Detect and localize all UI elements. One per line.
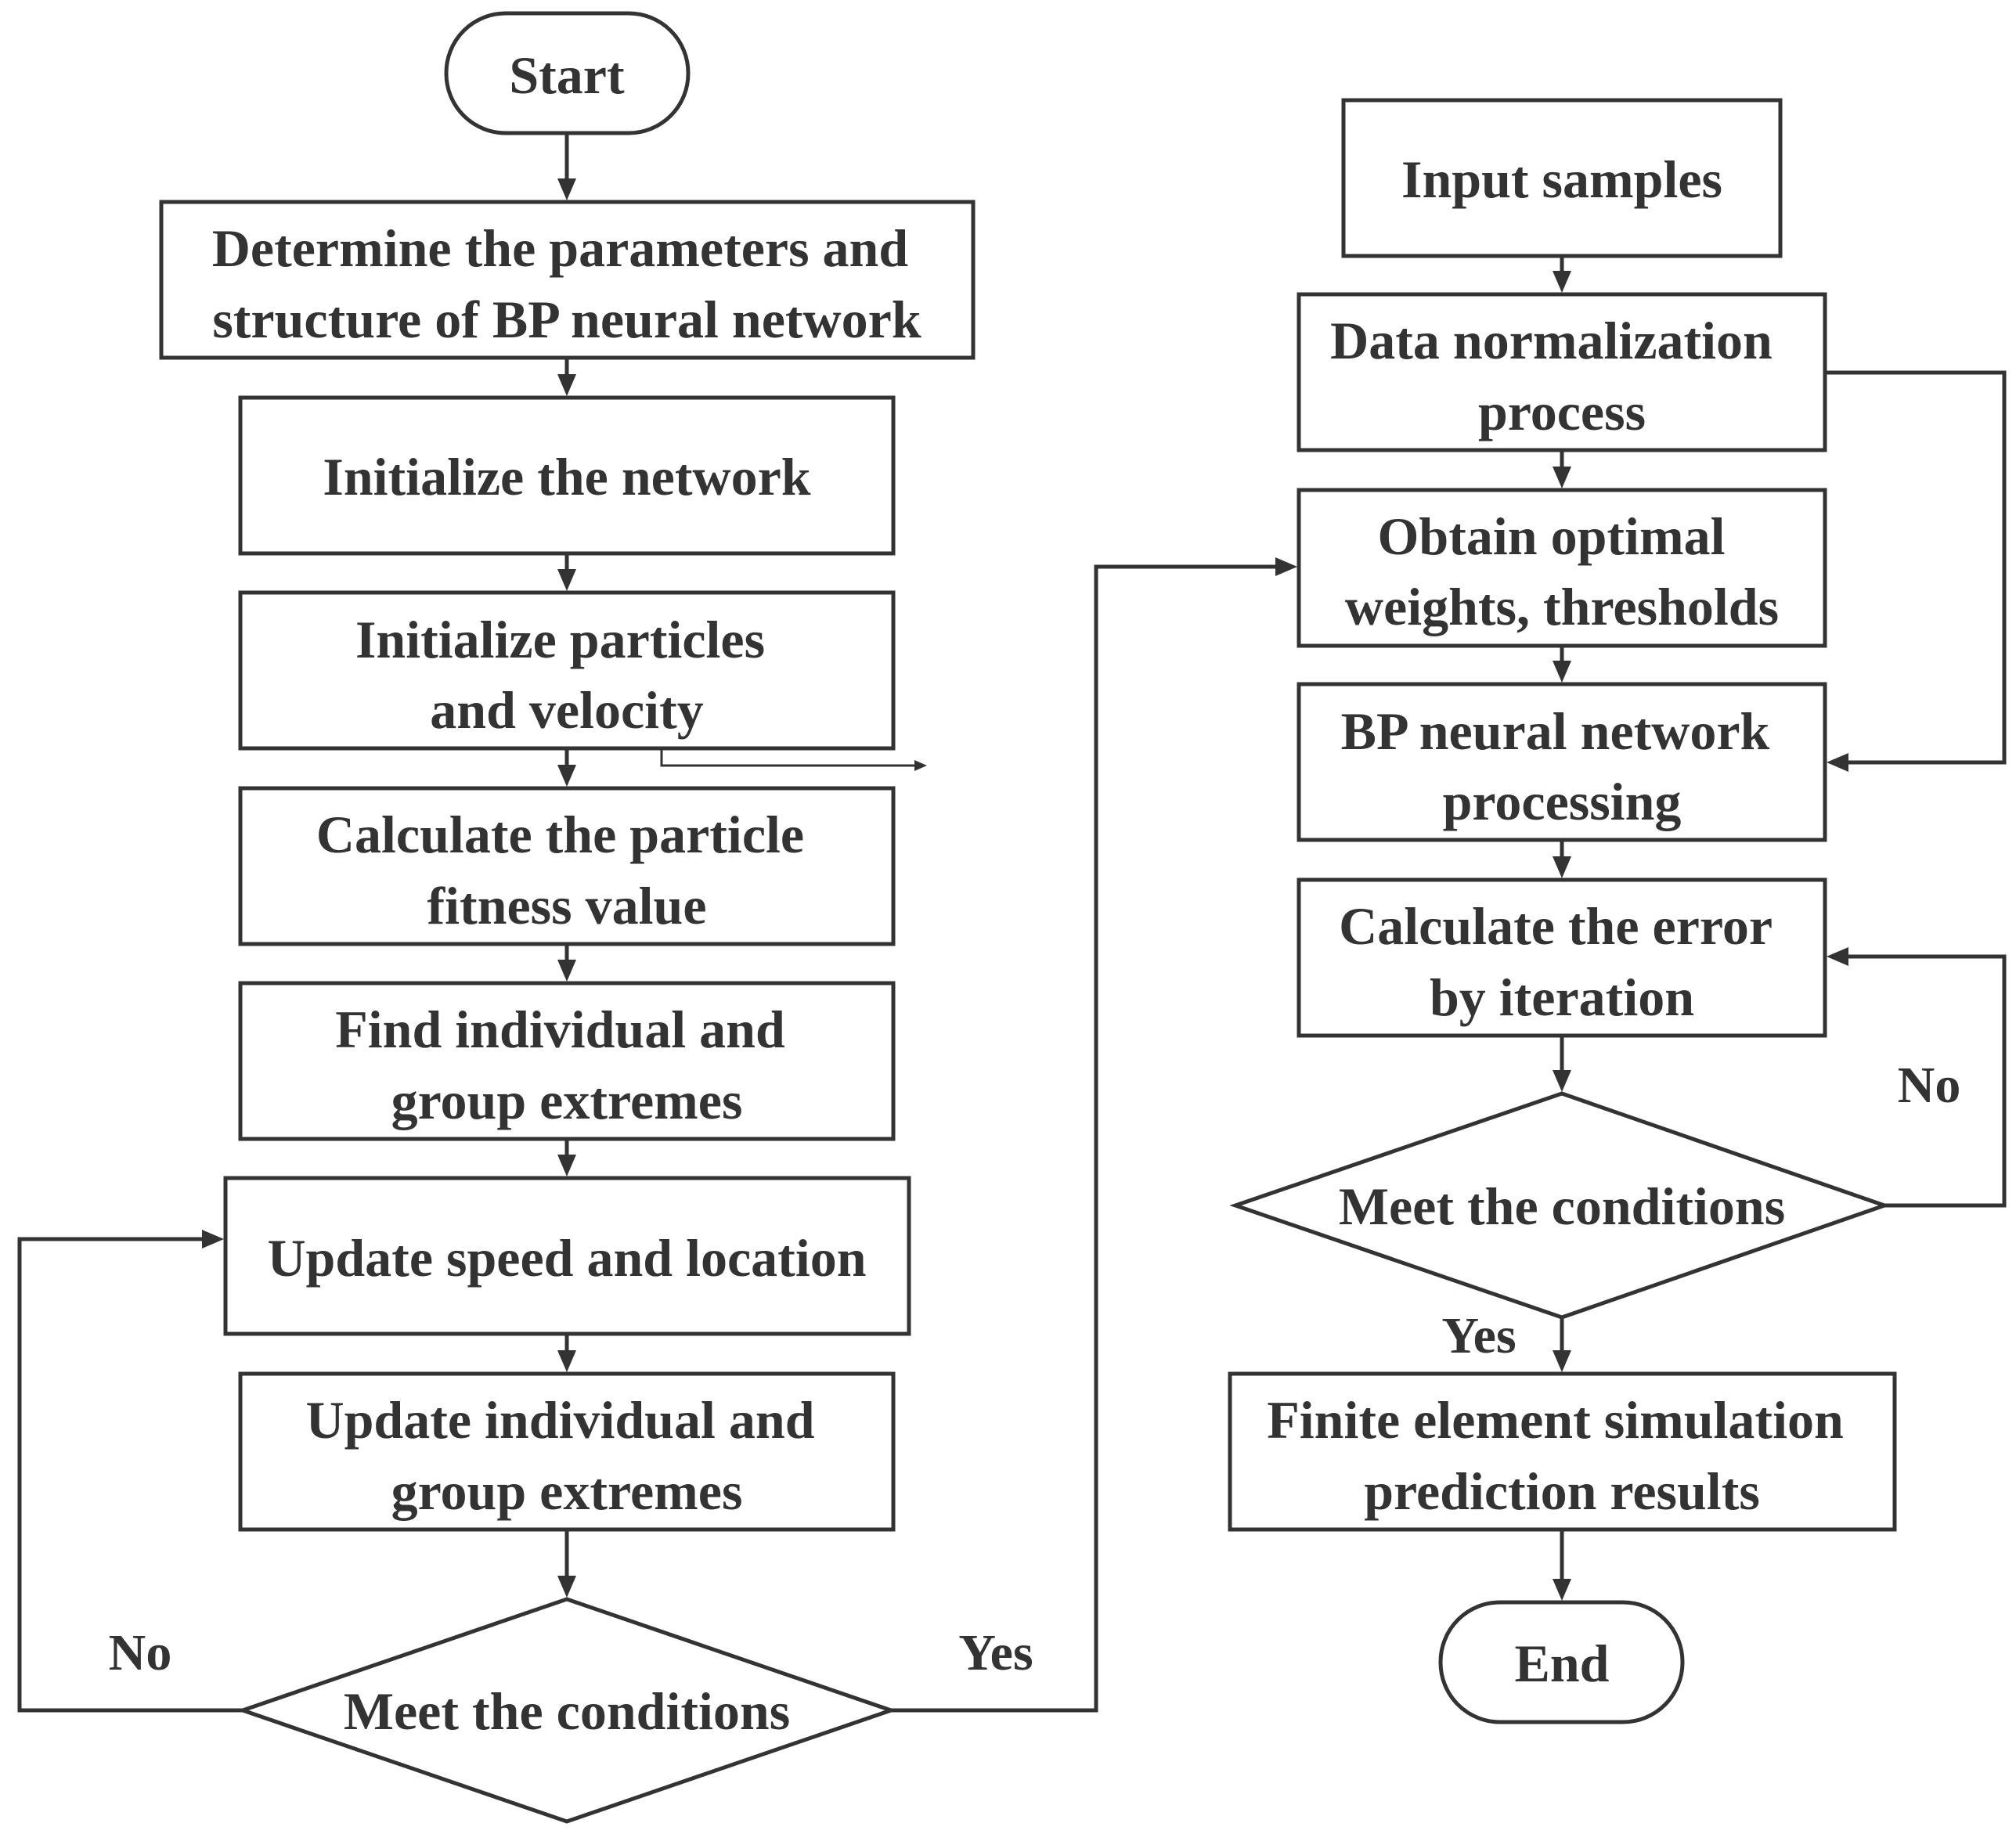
update-extremes-label: Update individual and group extremes	[305, 1390, 828, 1521]
bp-processing-line-2: processing	[1443, 772, 1682, 831]
optimal-weights-line-2: weights, thresholds	[1345, 577, 1779, 636]
finite-element-line-2: prediction results	[1364, 1461, 1760, 1521]
left-condition-diamond	[236, 1597, 897, 1824]
calculate-fitness-label: Calculate the particle fitness value	[316, 805, 817, 935]
bp-processing-line-1: BP neural network	[1341, 701, 1770, 761]
update-extremes-line-2: group extremes	[391, 1461, 743, 1521]
left-yes-arrowhead	[1275, 557, 1297, 576]
data-normalization-line-1: Data normalization	[1330, 311, 1773, 370]
end-label: End	[1515, 1634, 1610, 1693]
arrowhead-start-to-determine	[557, 178, 576, 200]
arrowhead-fitness-to-find-extremes	[557, 960, 576, 982]
arrowhead-particles-to-fitness	[557, 765, 576, 787]
update-extremes-line-1: Update individual and	[305, 1390, 814, 1450]
arrowhead-condition-to-finite-element	[1553, 1350, 1571, 1372]
calculate-error-line-1: Calculate the error	[1339, 896, 1772, 956]
arrowhead-find-extremes-to-update-speed	[557, 1155, 576, 1176]
find-extremes-box	[238, 981, 896, 1141]
finite-element-line-1: Finite element simulation	[1267, 1390, 1844, 1450]
calculate-error-label: Calculate the error by iteration	[1339, 896, 1785, 1027]
calculate-error-box	[1297, 877, 1827, 1038]
left-no-label: No	[109, 1624, 172, 1681]
arrowhead-input-to-normalization	[1553, 271, 1571, 293]
end-terminal	[1438, 1600, 1685, 1724]
arrowhead-optimal-to-bp	[1553, 661, 1571, 683]
data-normalization-line-2: process	[1478, 382, 1646, 441]
left-yes-label: Yes	[958, 1624, 1033, 1681]
stray-thin-arrowhead	[914, 760, 927, 771]
calculate-error-line-2: by iteration	[1430, 967, 1694, 1027]
bp-processing-box	[1297, 682, 1827, 842]
input-samples-label: Input samples	[1401, 150, 1722, 209]
finite-element-label: Finite element simulation prediction res…	[1267, 1390, 1857, 1521]
initialize-particles-line-2: and velocity	[430, 680, 703, 740]
find-extremes-line-1: Find individual and	[335, 1000, 785, 1059]
determine-parameters-label: Determine the parameters and structure o…	[212, 218, 921, 349]
arrowhead-calc-error-to-condition	[1553, 1070, 1571, 1092]
left-no-loop-arrowhead	[202, 1230, 224, 1248]
update-speed-box	[223, 1176, 911, 1336]
left-no-loop-connector	[17, 1237, 243, 1713]
right-no-loop-connector	[1845, 954, 2007, 1208]
determine-parameters-box	[159, 200, 976, 360]
initialize-network-label: Initialize the network	[323, 447, 810, 506]
arrowhead-normalization-to-optimal	[1553, 467, 1571, 488]
find-extremes-line-2: group extremes	[391, 1071, 743, 1130]
data-normalization-label: Data normalization process	[1330, 311, 1786, 441]
calculate-fitness-box	[238, 786, 896, 946]
initialize-particles-label: Initialize particles and velocity	[355, 610, 778, 740]
right-condition-label: Meet the conditions	[1339, 1176, 1785, 1236]
right-yes-label: Yes	[1441, 1307, 1516, 1364]
calculate-fitness-line-2: fitness value	[427, 876, 707, 935]
optimal-weights-label: Obtain optimal weights, thresholds	[1345, 506, 1779, 636]
right-no-label: No	[1898, 1057, 1961, 1114]
left-yes-connector	[891, 564, 1278, 1713]
stray-thin-arrow	[660, 748, 916, 767]
arrowhead-update-extremes-to-condition	[557, 1576, 576, 1598]
start-label: Start	[509, 45, 625, 105]
arrowhead-update-speed-to-update-extremes	[557, 1350, 576, 1372]
arrowhead-determine-to-init-network	[557, 374, 576, 396]
right-no-loop-arrowhead	[1827, 947, 1848, 966]
determine-parameters-line-1: Determine the parameters and	[212, 218, 909, 278]
update-speed-label: Update speed and location	[267, 1228, 866, 1288]
find-extremes-label: Find individual and group extremes	[335, 1000, 799, 1130]
determine-parameters-line-2: structure of BP neural network	[212, 290, 921, 349]
calculate-fitness-line-1: Calculate the particle	[316, 805, 804, 864]
bp-processing-label: BP neural network processing	[1341, 701, 1783, 831]
arrowhead-bp-to-calc-error	[1553, 856, 1571, 878]
optimal-weights-box	[1297, 488, 1827, 648]
arrowhead-init-network-to-particles	[557, 569, 576, 591]
arrowhead-finite-element-to-end	[1553, 1579, 1571, 1601]
left-condition-label: Meet the conditions	[344, 1681, 790, 1741]
finite-element-box	[1228, 1371, 1897, 1532]
normalization-bypass-connector	[1825, 370, 2007, 765]
initialize-particles-line-1: Initialize particles	[355, 610, 765, 669]
optimal-weights-line-1: Obtain optimal	[1378, 506, 1726, 566]
normalization-bypass-arrowhead	[1827, 753, 1848, 772]
update-extremes-box	[238, 1371, 896, 1532]
